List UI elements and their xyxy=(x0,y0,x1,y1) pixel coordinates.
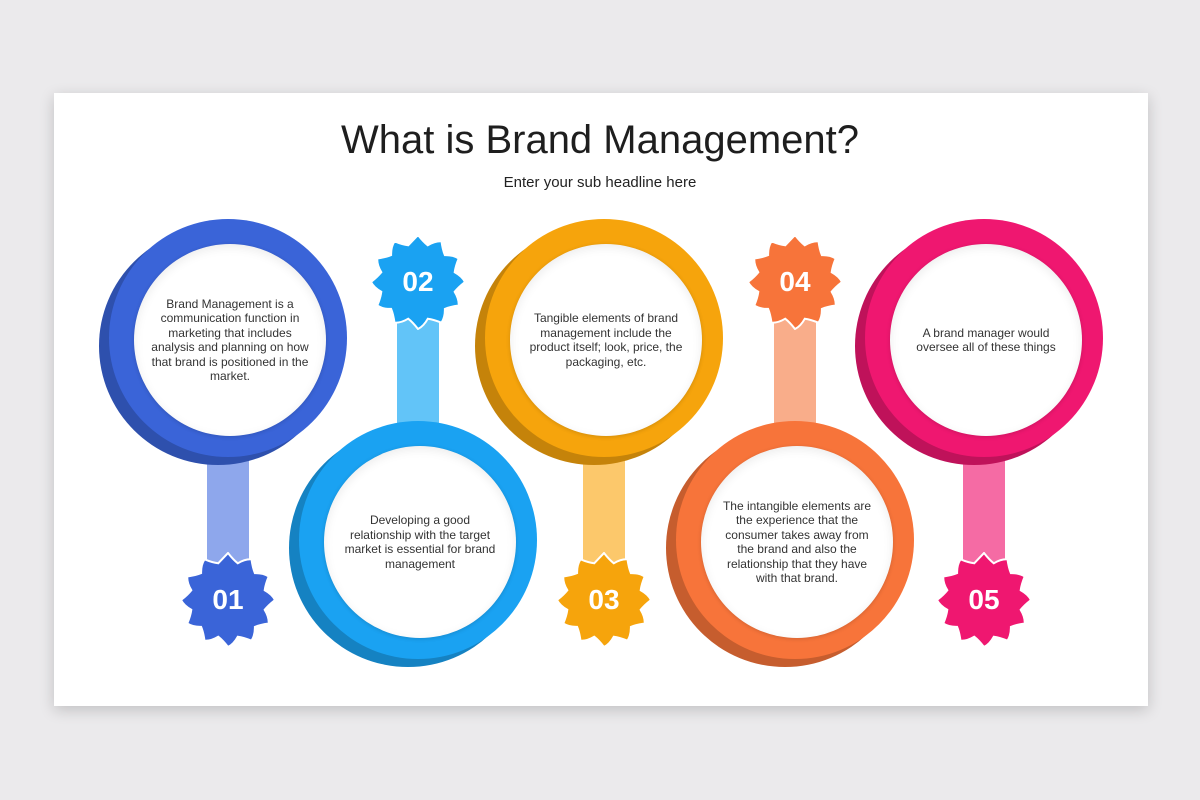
step-badge-02: 02 xyxy=(370,234,466,330)
step-number-03: 03 xyxy=(588,584,620,615)
ring-center-02 xyxy=(324,446,516,638)
ring-center-04 xyxy=(701,446,893,638)
badge-shape-04 xyxy=(747,234,843,330)
badge-star-03 xyxy=(556,552,652,648)
step-number-05: 05 xyxy=(968,584,1000,615)
badge-star-04 xyxy=(747,234,843,330)
badge-shape-01 xyxy=(180,552,276,648)
step-description-04: The intangible elements are the experien… xyxy=(722,498,872,586)
page-title: What is Brand Management? xyxy=(340,118,860,162)
step-number-02: 02 xyxy=(402,266,434,297)
ring-center-05 xyxy=(890,244,1082,436)
step-description-01: Brand Management is a communication func… xyxy=(151,296,309,384)
step-number-04: 04 xyxy=(779,266,811,297)
ring-center-03 xyxy=(510,244,702,436)
step-badge-04: 04 xyxy=(747,234,843,330)
badge-shape-03 xyxy=(556,552,652,648)
step-badge-01: 01 xyxy=(180,552,276,648)
step-badge-03: 03 xyxy=(556,552,652,648)
badge-star-02 xyxy=(370,234,466,330)
ring-center-01 xyxy=(134,244,326,436)
step-description-02: Developing a good relationship with the … xyxy=(344,513,496,571)
badge-star-05 xyxy=(936,552,1032,648)
step-description-05: A brand manager would oversee all of the… xyxy=(916,325,1056,355)
page-subtitle: Enter your sub headline here xyxy=(503,174,697,191)
badge-star-01 xyxy=(180,552,276,648)
step-number-01: 01 xyxy=(212,584,244,615)
step-description-03: Tangible elements of brand management in… xyxy=(529,311,683,369)
badge-shape-05 xyxy=(936,552,1032,648)
step-badge-05: 05 xyxy=(936,552,1032,648)
badge-shape-02 xyxy=(370,234,466,330)
